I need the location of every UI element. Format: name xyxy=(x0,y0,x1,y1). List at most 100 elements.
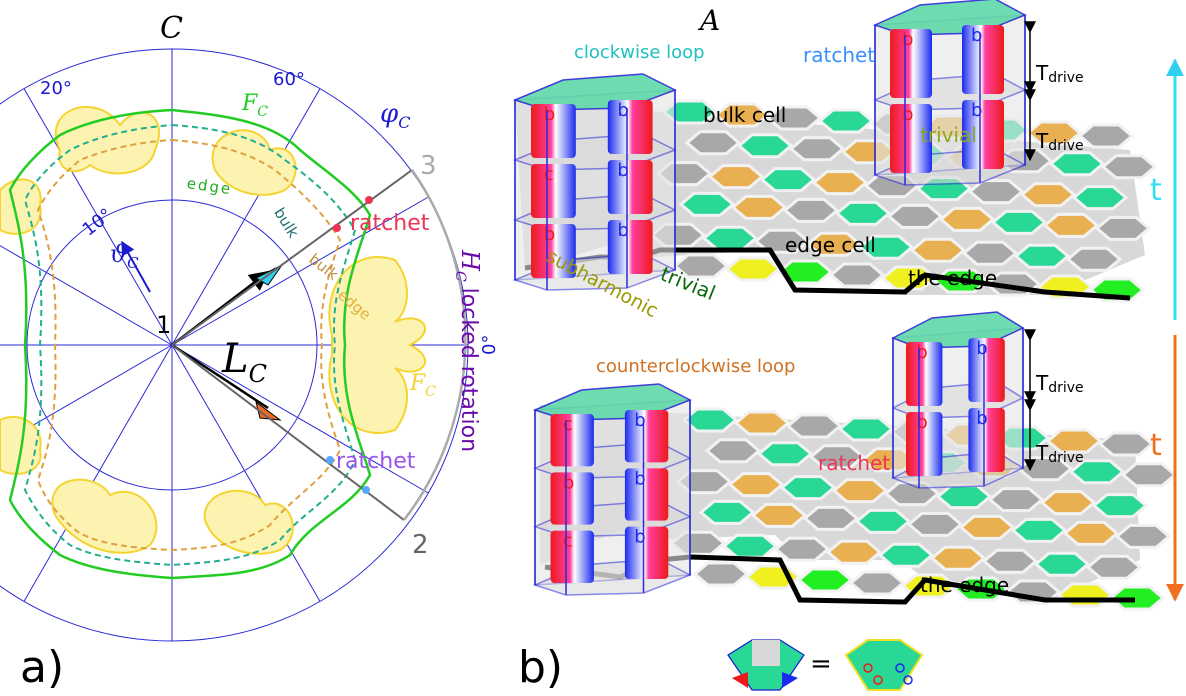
twisted-bar-right xyxy=(624,410,669,463)
twisted-bar-left xyxy=(531,224,576,278)
hex-cell xyxy=(854,508,912,534)
hex-cell xyxy=(1077,123,1135,149)
hex-cell xyxy=(721,533,779,559)
locked-rotation-arc xyxy=(403,169,467,521)
polar-grid xyxy=(0,48,469,642)
hex-cell xyxy=(877,542,935,568)
hex-cell xyxy=(886,203,944,229)
twisted-bar-left xyxy=(550,414,594,467)
the-edge-bottom-label: the edge xyxy=(920,573,1009,597)
hex-cell xyxy=(1019,182,1077,208)
hex-cell xyxy=(1114,523,1172,549)
free-energy-lobes xyxy=(0,106,426,555)
bar-letter: b xyxy=(916,412,927,433)
spoke xyxy=(0,245,173,346)
bar-letter: b xyxy=(634,410,645,431)
hex-cell xyxy=(1048,151,1106,177)
angle-label-60: 60° xyxy=(273,69,305,90)
hex-cell xyxy=(704,438,762,464)
hex-cell xyxy=(1085,554,1143,580)
twisted-bar-right xyxy=(624,526,669,579)
hex-cell xyxy=(681,407,739,433)
bar-letter: b xyxy=(976,408,987,429)
hex-cell xyxy=(828,262,886,288)
twisted-bar-right xyxy=(968,408,1005,472)
hex-cell xyxy=(733,410,791,436)
twisted-bar-right xyxy=(962,100,1004,169)
hex-cell xyxy=(785,413,843,439)
hex-cell xyxy=(834,200,892,226)
hex-cell xyxy=(1042,212,1100,238)
lobe-right xyxy=(328,256,426,434)
edge-cell-label: edge cell xyxy=(785,233,876,257)
hex-cell xyxy=(675,469,733,495)
fc-label-top: FC xyxy=(241,91,268,120)
spoke xyxy=(171,88,321,346)
hex-cell xyxy=(759,167,817,193)
twisted-bar-left xyxy=(906,342,943,406)
ratchet-label-lower: ratchet xyxy=(336,449,416,474)
point-3-label: 3 xyxy=(420,151,437,181)
spoke xyxy=(171,196,429,346)
hex-cell xyxy=(765,105,823,131)
hex-cell xyxy=(684,130,742,156)
ratchet-label-upper: ratchet xyxy=(350,211,430,236)
ratchet-dot-lower xyxy=(326,456,334,464)
hex-cell xyxy=(750,502,808,528)
hex-cell xyxy=(1097,431,1155,457)
hex-cell xyxy=(678,191,736,217)
fc-label-right: FC xyxy=(409,371,436,400)
hex-cell xyxy=(987,487,1045,513)
lobe-top-left xyxy=(54,106,161,175)
hex-cell xyxy=(1056,582,1114,608)
clockwise-loop-label: clockwise loop xyxy=(574,42,705,63)
bar-letter: b xyxy=(902,104,913,125)
bar-letter: b xyxy=(902,29,913,50)
hex-cell xyxy=(831,478,889,504)
bar-letter: c xyxy=(563,414,573,435)
hex-cell xyxy=(1025,120,1083,146)
bar-letter: c xyxy=(544,164,554,185)
lobe-top-mid xyxy=(211,129,297,196)
hex-cell xyxy=(1033,551,1091,577)
twisted-bar-right xyxy=(607,160,653,214)
lobe-bottom-mid xyxy=(203,489,294,555)
angle-label-0: 0° xyxy=(479,335,500,355)
hex-cell xyxy=(701,225,759,251)
hex-cell xyxy=(782,197,840,223)
hex-cell xyxy=(756,441,814,467)
spoke xyxy=(171,344,429,494)
ratchet-dot-upper-2 xyxy=(365,196,373,204)
tdrive-3: Tdrive xyxy=(1035,371,1084,396)
legend: = xyxy=(727,639,924,691)
hex-cell xyxy=(958,514,1016,540)
hex-cell xyxy=(779,475,837,501)
hex-cell xyxy=(1108,585,1166,611)
lobe-left-lower xyxy=(0,415,42,475)
lobe-bottom-left xyxy=(51,478,158,554)
hex-cell xyxy=(961,240,1019,266)
twisted-bar-left xyxy=(531,164,576,218)
locked-rotation-label: HClocked rotation xyxy=(452,249,484,452)
hex-cell xyxy=(1100,154,1158,180)
legend-red-triangle xyxy=(732,672,748,688)
ratchet-top-label: ratchet xyxy=(803,43,875,67)
hex-cell xyxy=(857,234,915,260)
hex-cell xyxy=(796,567,854,593)
hex-cell xyxy=(1065,246,1123,272)
tdrive-2: Tdrive xyxy=(1035,129,1084,154)
radial-spokes xyxy=(0,49,468,641)
hex-cell xyxy=(848,570,906,596)
hex-cell xyxy=(825,539,883,565)
twisted-bar-left xyxy=(550,472,594,525)
time-label-up: t xyxy=(1150,173,1162,208)
lc-label: LC xyxy=(221,336,267,388)
tdrive-1: Tdrive xyxy=(1035,61,1084,86)
hex-cell xyxy=(817,108,875,134)
phi-label: φC xyxy=(380,99,410,132)
counterclockwise-loop-label: counterclockwise loop xyxy=(596,356,795,377)
bar-letter: b xyxy=(563,472,574,493)
twisted-bar-left xyxy=(890,29,932,98)
